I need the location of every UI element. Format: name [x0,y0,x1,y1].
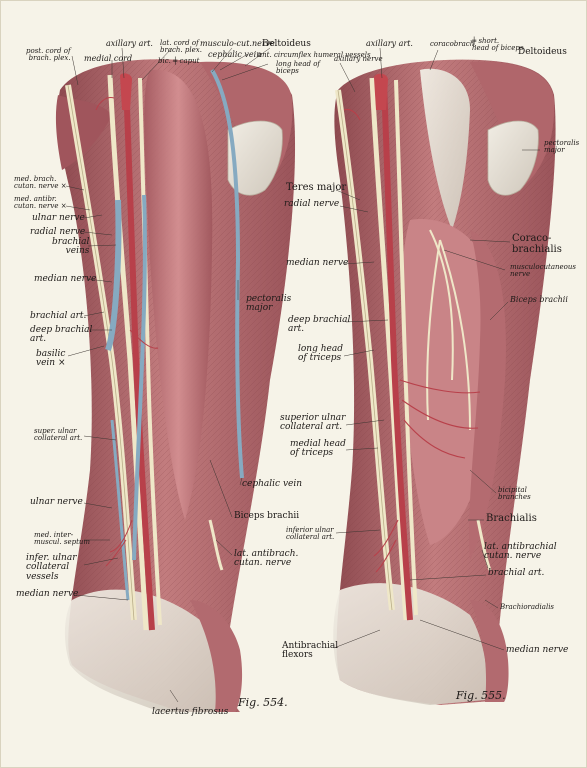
label-med-antibr-cutan: med. antibr.cutan. nerve × [14,195,67,211]
label-radial-nerve-555: radial nerve [284,199,340,209]
label-median-nerve-low: median nerve [16,589,79,599]
figure-554-caption: Fig. 554. [238,696,288,709]
label-coraco-brachialis: Coraco-brachialis [512,233,562,255]
label-radial-nerve: radial nerve [30,227,86,237]
label-median-nerve: median nerve [34,274,97,284]
label-axillary-nerve: axillary nerve [334,55,383,63]
label-biceps-brachii-555: Biceps brachii [510,295,568,304]
label-lacertus-fibrosus: lacertus fibrosus [152,707,229,717]
label-median-nerve-low-555: median nerve [506,645,569,655]
label-deltoideus-555: Deltoideus [518,47,567,57]
label-teres-major: Teres major [286,182,347,193]
label-brachioradialis: Brachioradialis [500,603,555,611]
label-axillary-art-555: axillary art. [366,39,413,48]
label-biceps-brachii: Biceps brachii [234,511,300,521]
label-deltoideus: Deltoideus [262,39,311,49]
figure-554-drawing [55,59,296,712]
label-med-inter-septum: med. inter-muscul. septum [34,531,91,547]
label-med-brach-cutan: med. brach.cutan. nerve × [14,175,67,191]
label-cephalic-vein-top: cephalic vein [208,50,262,59]
label-short-head: ╪ short.head of biceps [472,37,524,53]
figure-555-drawing [333,59,556,705]
figure-555-caption: Fig. 555. [456,689,506,702]
label-medial-cord: medial cord [84,54,133,63]
label-coracobrach: coracobrach. [430,40,477,48]
leader-lines [65,47,540,703]
label-bic-caput: bic. ╪ caput [158,57,200,65]
label-brachial-art-555: brachial art. [488,568,545,578]
label-ant-circumflex: ant. circumflex humeral vessels [258,51,371,59]
label-lat-antibrach: lat. antibrach.cutan. nerve [234,549,299,569]
label-brachialis: Brachialis [486,513,537,524]
label-median-nerve-555: median nerve [286,258,349,268]
label-ulnar-nerve-low: ulnar nerve [30,497,83,507]
label-musculo-cut-nerve: musculo-cut.nerve [200,39,275,48]
label-axillary-art: axillary art. [106,39,153,48]
label-cephalic-vein: cephalic vein [242,479,303,489]
label-ulnar-nerve: ulnar nerve [32,213,85,223]
label-brachial-art: brachial art. [30,311,87,321]
